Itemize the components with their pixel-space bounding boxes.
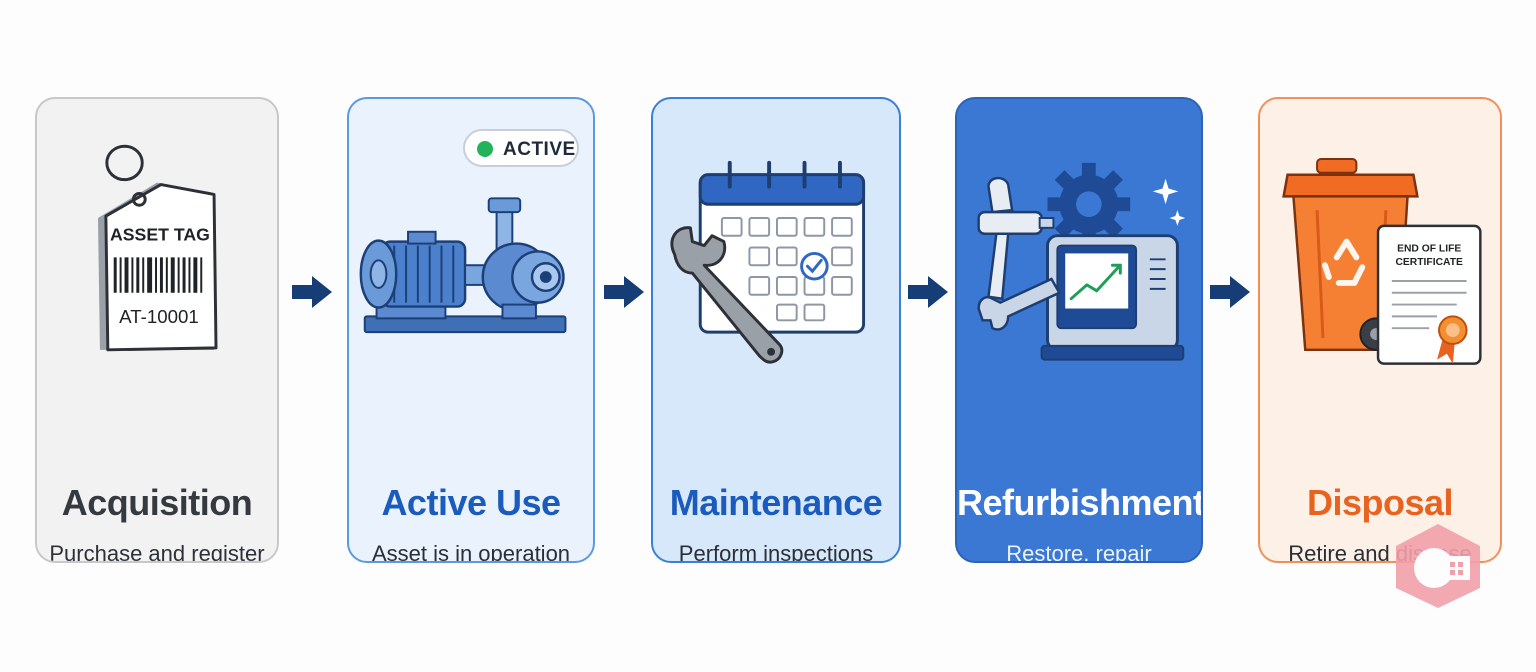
calendar-check-icon [698,160,866,334]
status-dot-icon [477,141,493,157]
stage-card-acquisition: ASSET TAG AT-10001 Acquisition Purchase … [35,97,279,563]
spray-gun-icon [977,176,1062,331]
status-badge-label: ACTIVE [503,139,576,160]
stage-card-active-use: ACTIVE [347,97,595,563]
stage-title: Active Use [381,482,561,523]
stage-title: Refurbishment [957,482,1203,523]
stage-card-refurbishment: Refurbishment Restore, repair and upgrad… [955,97,1203,563]
stage-description: Purchase and register [49,541,265,563]
pump-motor-icon [359,197,567,334]
arrow-right-icon [908,276,948,308]
watermark-logo-icon [1396,524,1480,608]
gear-icon [1047,162,1186,246]
status-badge: ACTIVE [463,129,579,167]
certificate-line1: END OF LIFE [1397,243,1461,254]
stage-description: Perform inspections and preventive maint… [678,541,874,563]
arrow-right-icon [604,276,644,308]
arrow-right-icon [292,276,332,308]
stage-title: Maintenance [669,482,883,523]
certificate-icon: END OF LIFE CERTIFICATE [1376,224,1482,365]
stage-description: Asset is in operation and delivering val… [371,541,571,563]
monitor-chart-icon [1040,234,1185,361]
stage-card-disposal: END OF LIFE CERTIFICATE Disposal Retire … [1258,97,1502,563]
asset-tag-icon: ASSET TAG AT-10001 [97,144,218,352]
stage-description: Restore, repair and upgrade asset to ext… [1006,541,1152,563]
tag-id: AT-10001 [119,306,199,327]
stage-title: Disposal [1306,482,1454,523]
tag-label: ASSET TAG [110,225,210,245]
certificate-line2: CERTIFICATE [1395,257,1463,268]
arrow-right-icon [1210,276,1250,308]
stage-title: Acquisition [61,482,253,523]
stage-card-maintenance: Maintenance Perform inspections and prev… [651,97,901,563]
